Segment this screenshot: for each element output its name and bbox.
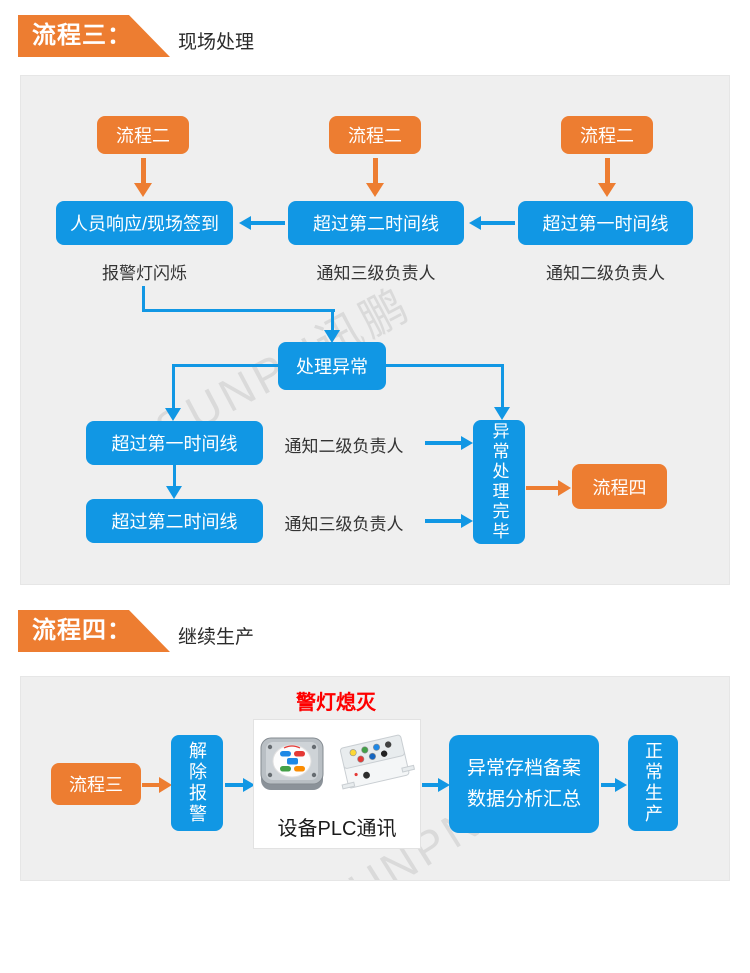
archive-line-2: 数据分析汇总 — [466, 789, 581, 810]
plc-box-image — [339, 734, 416, 790]
note-arrow-head — [461, 436, 473, 450]
flow4-archive-node: 异常存档备案 数据分析汇总 — [449, 735, 599, 833]
plc-device-card: 设备PLC通讯 — [253, 719, 421, 849]
arrow-line — [225, 783, 243, 787]
note-arrow-line — [425, 519, 461, 523]
down-arrow-head — [366, 183, 384, 197]
alarm-box-image — [260, 737, 324, 790]
down-arrow-line — [141, 158, 146, 184]
arrow-line — [142, 783, 159, 787]
flow4-panel: SUNPN讯鹏 警灯熄灭 流程三 解除报警 — [20, 676, 730, 881]
flow4-release-node: 解除报警 — [171, 735, 223, 831]
down-arrow-head — [598, 183, 616, 197]
next-arrow-line — [526, 486, 558, 490]
flow3-caption-notify-l2: 通知二级负责人 — [546, 264, 665, 283]
down-arrow-head — [134, 183, 152, 197]
device-caption: 设备PLC通讯 — [277, 818, 397, 840]
flow4-alarm-off-label: 警灯熄灭 — [296, 692, 376, 714]
flow3-station-timeline1: 超过第一时间线 — [518, 201, 693, 245]
arrow-line — [422, 783, 438, 787]
left-arrow-head — [469, 216, 481, 230]
flow4-start-node: 流程三 — [51, 763, 141, 805]
connector-arrow-head — [324, 330, 340, 343]
flow3-done-node: 异常处理完毕 — [473, 420, 525, 544]
device-images — [254, 730, 420, 796]
connector-line — [142, 309, 335, 312]
section4-subtitle: 继续生产 — [178, 627, 255, 648]
arrow-head — [243, 778, 255, 792]
note-arrow-line — [425, 441, 461, 445]
branch-arrow-head — [165, 408, 181, 421]
flow3-source-node-2: 流程二 — [329, 116, 421, 154]
down-arrow-line — [373, 158, 378, 184]
arrow-head — [615, 778, 627, 792]
flow3-caption-alarm-flash: 报警灯闪烁 — [102, 264, 187, 283]
flow3-next-node: 流程四 — [572, 464, 667, 509]
flow3-station-respond: 人员响应/现场签到 — [56, 201, 233, 245]
branch-line — [172, 364, 278, 367]
left-arrow-line — [481, 221, 515, 225]
archive-line-1: 异常存档备案 — [466, 758, 581, 779]
branch-line — [172, 364, 175, 408]
flow3-source-node-3: 流程二 — [561, 116, 653, 154]
branch-line — [386, 364, 504, 367]
branch-arrow-head — [494, 407, 510, 420]
flow3-timeline1-node: 超过第一时间线 — [86, 421, 263, 465]
flow4-end-node: 正常生产 — [628, 735, 678, 831]
flow3-timeline1-note: 通知二级负责人 — [284, 437, 404, 456]
flow3-caption-notify-l3: 通知三级负责人 — [316, 264, 436, 283]
flow3-source-node-1: 流程二 — [97, 116, 189, 154]
down-arrow-line — [173, 465, 176, 486]
left-arrow-head — [239, 216, 251, 230]
section3-badge: 流程三： — [18, 15, 170, 57]
section4-badge: 流程四： — [18, 610, 170, 652]
down-arrow-head — [166, 486, 182, 499]
next-arrow-head — [558, 480, 571, 496]
note-arrow-head — [461, 514, 473, 528]
left-arrow-line — [251, 221, 285, 225]
connector-line — [142, 286, 145, 312]
flow3-timeline2-note: 通知三级负责人 — [284, 515, 404, 534]
branch-line — [501, 364, 504, 408]
arrow-line — [601, 783, 615, 787]
arrow-head — [159, 777, 172, 793]
flow3-panel: SUNPN讯鹏 流程二 流程二 流程二 人员响应/现场签到 超过第二时间线 超过… — [20, 75, 730, 585]
arrow-head — [438, 778, 450, 792]
flow3-station-timeline2: 超过第二时间线 — [288, 201, 464, 245]
connector-line — [331, 309, 334, 331]
flow3-handle-node: 处理异常 — [278, 342, 386, 390]
down-arrow-line — [605, 158, 610, 184]
flow3-timeline2-node: 超过第二时间线 — [86, 499, 263, 543]
section3-subtitle: 现场处理 — [178, 32, 255, 53]
